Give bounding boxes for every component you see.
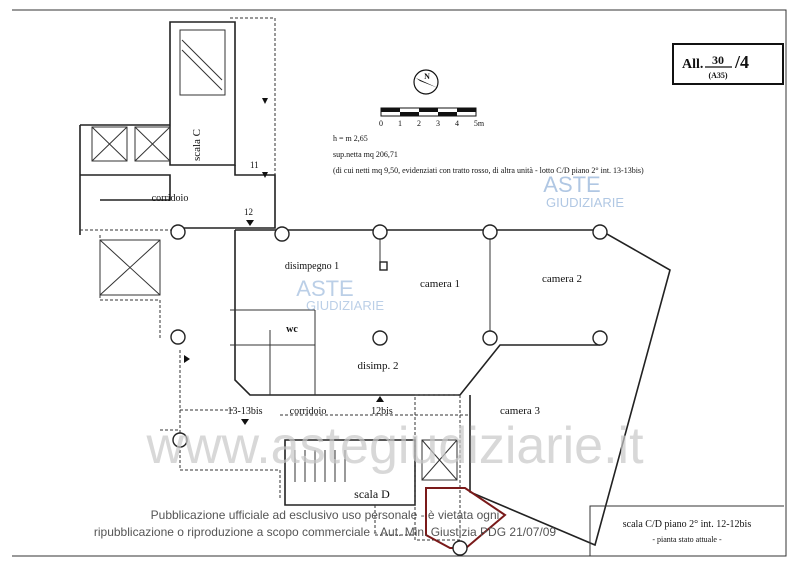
marker-12: 12 xyxy=(244,207,253,217)
watermark-aste: ASTE xyxy=(543,172,600,197)
note-detail: (di cui netti mq 9,50, evidenziati con t… xyxy=(333,166,644,175)
title-sub: (A35) xyxy=(708,71,727,80)
scale-tick: 3 xyxy=(436,119,440,128)
room-camera-1: camera 1 xyxy=(420,278,460,290)
compass-icon: N xyxy=(413,69,439,95)
room-camera-2: camera 2 xyxy=(542,273,582,285)
scale-tick: 4 xyxy=(455,119,459,128)
scale-bar: 0 1 2 3 4 5m xyxy=(379,107,485,128)
watermark-notice-2: ripubblicazione o riproduzione a scopo c… xyxy=(94,525,557,539)
room-disimpegno-1: disimpegno 1 xyxy=(285,261,339,272)
scale-tick: 0 xyxy=(379,119,383,128)
marker-12bis: 12bis xyxy=(371,406,393,417)
room-camera-3: camera 3 xyxy=(500,405,540,417)
marker-11: 11 xyxy=(250,160,259,170)
arrow-markers xyxy=(184,98,384,425)
room-wc: wc xyxy=(286,324,298,335)
title-suffix: /4 xyxy=(734,52,749,72)
watermark-notice-1: Pubblicazione ufficiale ad esclusivo uso… xyxy=(151,508,500,522)
room-scala-d: scala D xyxy=(354,487,390,501)
columns xyxy=(170,224,608,556)
legend-box: scala C/D piano 2° int. 12-12bis - piant… xyxy=(589,505,784,556)
legend-line-1: scala C/D piano 2° int. 12-12bis xyxy=(623,519,752,530)
room-disimp-2: disimp. 2 xyxy=(358,360,399,372)
note-height: h = m 2,65 xyxy=(333,134,368,143)
title-number: 30 xyxy=(712,53,724,67)
room-corridoio-top: corridoio xyxy=(152,193,189,204)
marker-13-13bis: 13-13bis xyxy=(228,406,263,417)
title-box: All. 30 (A35) /4 xyxy=(672,43,784,85)
note-area: sup.netta mq 206,71 xyxy=(333,150,398,159)
room-scala-c: scala C xyxy=(191,129,203,161)
scale-tick: 2 xyxy=(417,119,421,128)
watermark-aste-center: ASTE xyxy=(296,276,353,301)
legend-line-2: - pianta stato attuale - xyxy=(652,535,722,544)
title-prefix: All. xyxy=(682,57,703,72)
page-frame xyxy=(12,9,787,557)
watermark-site: www.astegiudiziarie.it xyxy=(145,417,644,475)
watermark-giudiziarie-center: GIUDIZIARIE xyxy=(306,298,384,313)
room-corridoio-bottom: corridoio xyxy=(290,406,327,417)
scale-tick: 1 xyxy=(398,119,402,128)
svg-text:N: N xyxy=(424,72,430,81)
scale-tick: 5m xyxy=(474,119,485,128)
watermark-giudiziarie: GIUDIZIARIE xyxy=(546,195,624,210)
